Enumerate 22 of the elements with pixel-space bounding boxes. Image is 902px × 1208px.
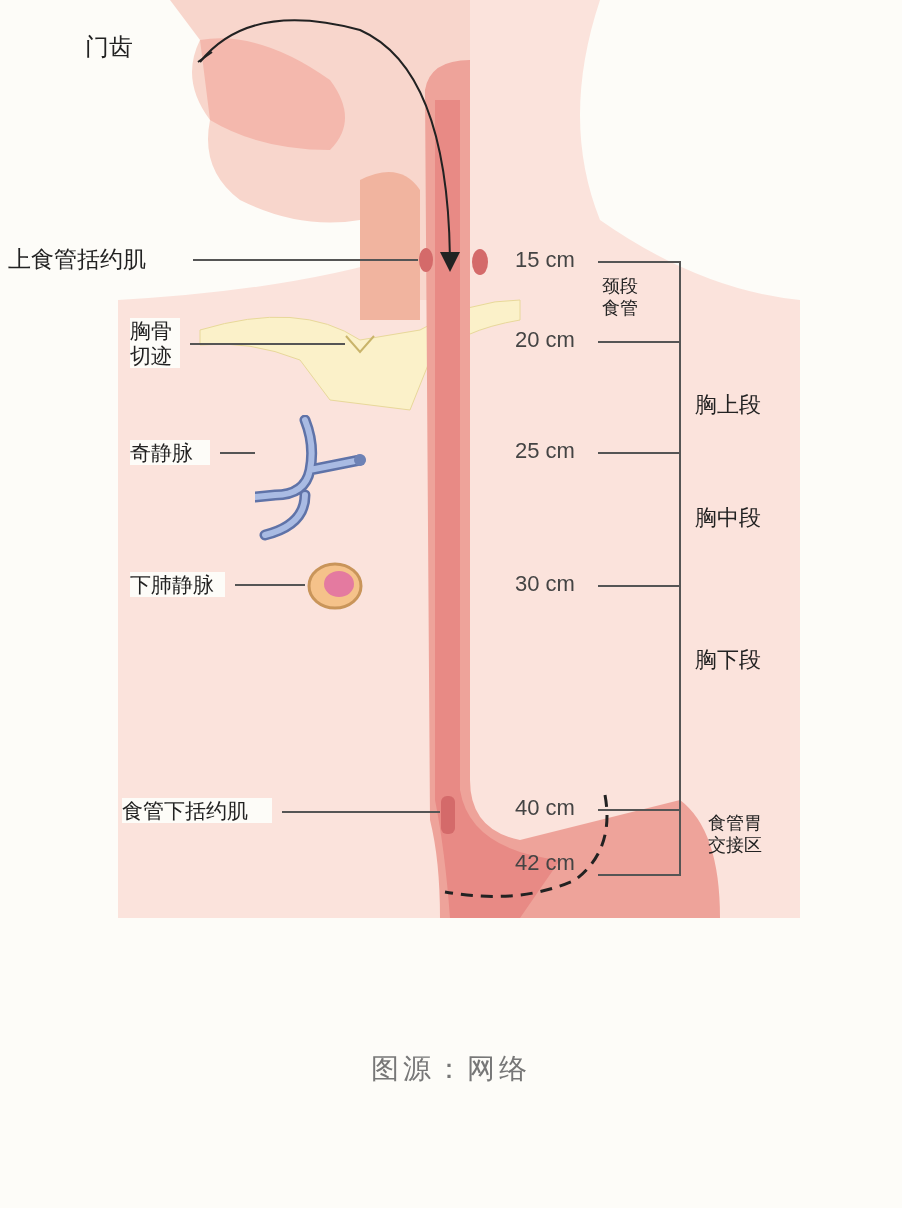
anatomy-label: 下肺静脉 [130,572,225,598]
leader-line [192,259,419,261]
depth-label: 42 cm [515,850,575,877]
depth-label: 30 cm [515,571,575,598]
leader-line [189,343,346,345]
depth-label: 40 cm [515,795,575,822]
segment-label: 胸上段 [695,392,761,419]
anatomy-label: 食管下括约肌 [122,798,272,824]
leader-line [281,811,441,813]
segment-label: 颈段食管 [602,276,639,320]
anatomy-label: 奇静脉 [130,440,210,466]
segment-label: 食管胃交接区 [708,813,763,857]
anatomy-label: 门齿 [85,33,133,62]
segment-label: 胸中段 [695,505,761,532]
source-caption: 图源：网络 [371,1053,531,1084]
anatomy-label: 胸骨切迹 [130,318,180,369]
depth-label: 25 cm [515,438,575,465]
depth-label: 20 cm [515,327,575,354]
segment-label: 胸下段 [695,647,761,674]
depth-label: 15 cm [515,247,575,274]
leader-line [234,584,306,586]
leader-line [219,452,256,454]
